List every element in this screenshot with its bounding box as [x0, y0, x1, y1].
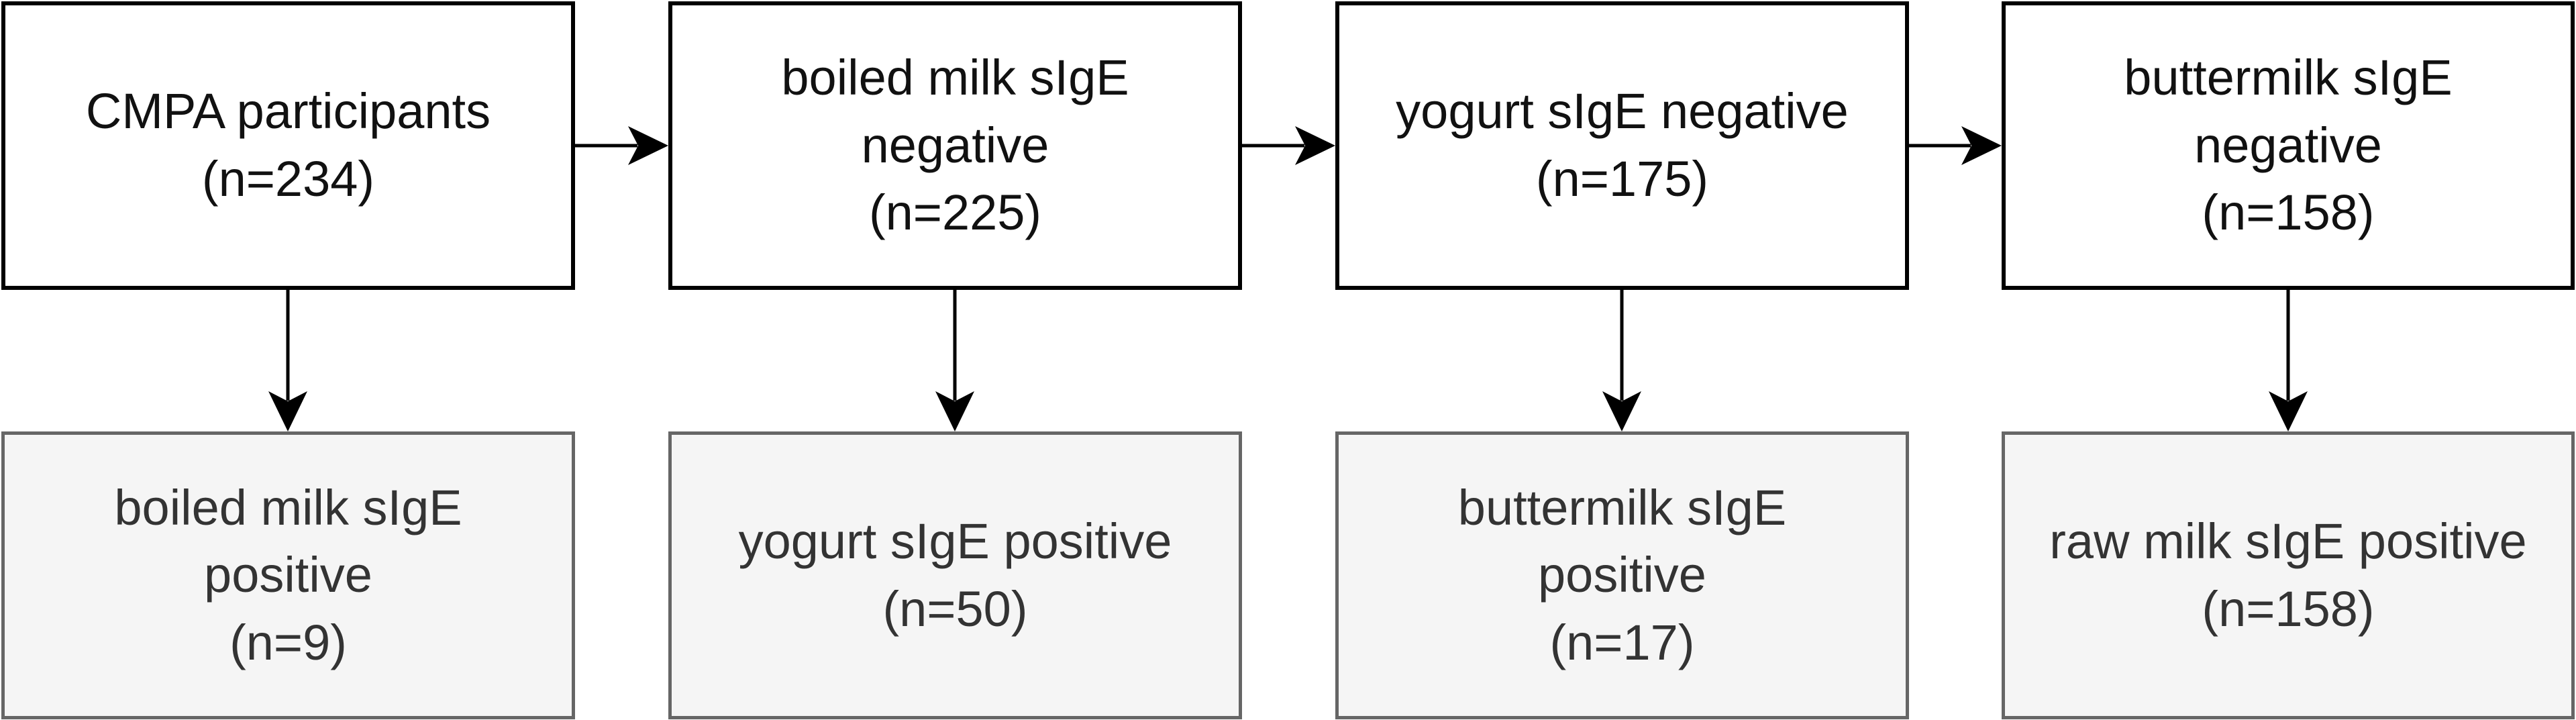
- exclusion-label: boiled milk sIgE positive (n=9): [114, 474, 462, 677]
- exclusion-label-line: positive: [204, 547, 372, 603]
- exclusion-label: yogurt sIgE positive (n=50): [739, 508, 1172, 643]
- exclusion-label-line: buttermilk sIgE: [1457, 479, 1787, 535]
- step-count: (n=158): [2202, 185, 2375, 241]
- step-box-buttermilk-negative: buttermilk sIgE negative (n=158): [2002, 1, 2575, 290]
- step-label-line: boiled milk sIgE: [781, 50, 1129, 106]
- step-count: (n=225): [868, 185, 1042, 241]
- exclusion-label-line: boiled milk sIgE: [114, 479, 462, 535]
- exclusion-count: (n=50): [882, 580, 1028, 637]
- step-label-line: buttermilk sIgE: [2124, 50, 2453, 106]
- exclusion-count: (n=17): [1549, 614, 1695, 670]
- step-label: yogurt sIgE negative (n=175): [1396, 78, 1849, 213]
- arrowhead-down: [2269, 391, 2308, 431]
- step-label: buttermilk sIgE negative (n=158): [2124, 44, 2452, 247]
- step-count: (n=234): [201, 151, 375, 207]
- arrowhead-right: [1295, 126, 1335, 165]
- exclusion-box-buttermilk-positive: buttermilk sIgE positive (n=17): [1335, 431, 1909, 719]
- exclusion-label: buttermilk sIgE positive (n=17): [1458, 474, 1786, 677]
- exclusion-label-line: yogurt sIgE positive: [738, 513, 1172, 569]
- step-label-line: CMPA participants: [85, 83, 491, 140]
- arrowhead-right: [1961, 126, 2002, 165]
- step-label-line: negative: [861, 117, 1049, 173]
- step-box-cmpa-participants: CMPA participants (n=234): [1, 1, 575, 290]
- exclusion-count: (n=158): [2202, 580, 2375, 637]
- arrowhead-down: [935, 391, 974, 431]
- exclusion-box-boiled-milk-positive: boiled milk sIgE positive (n=9): [1, 431, 575, 719]
- exclusion-box-yogurt-positive: yogurt sIgE positive (n=50): [668, 431, 1242, 719]
- arrowhead-down: [268, 391, 307, 431]
- exclusion-box-raw-milk-positive: raw milk sIgE positive (n=158): [2002, 431, 2575, 719]
- step-label-line: yogurt sIgE negative: [1396, 83, 1849, 140]
- exclusion-label-line: raw milk sIgE positive: [2049, 513, 2527, 569]
- step-count: (n=175): [1535, 151, 1709, 207]
- arrowhead-down: [1602, 391, 1641, 431]
- exclusion-label: raw milk sIgE positive (n=158): [2049, 508, 2526, 643]
- step-label-line: negative: [2194, 117, 2382, 173]
- exclusion-label-line: positive: [1538, 547, 1706, 603]
- step-label: CMPA participants (n=234): [86, 78, 491, 213]
- step-box-yogurt-negative: yogurt sIgE negative (n=175): [1335, 1, 1909, 290]
- arrowhead-right: [628, 126, 668, 165]
- exclusion-count: (n=9): [229, 614, 347, 670]
- step-box-boiled-milk-negative: boiled milk sIgE negative (n=225): [668, 1, 1242, 290]
- step-label: boiled milk sIgE negative (n=225): [781, 44, 1129, 247]
